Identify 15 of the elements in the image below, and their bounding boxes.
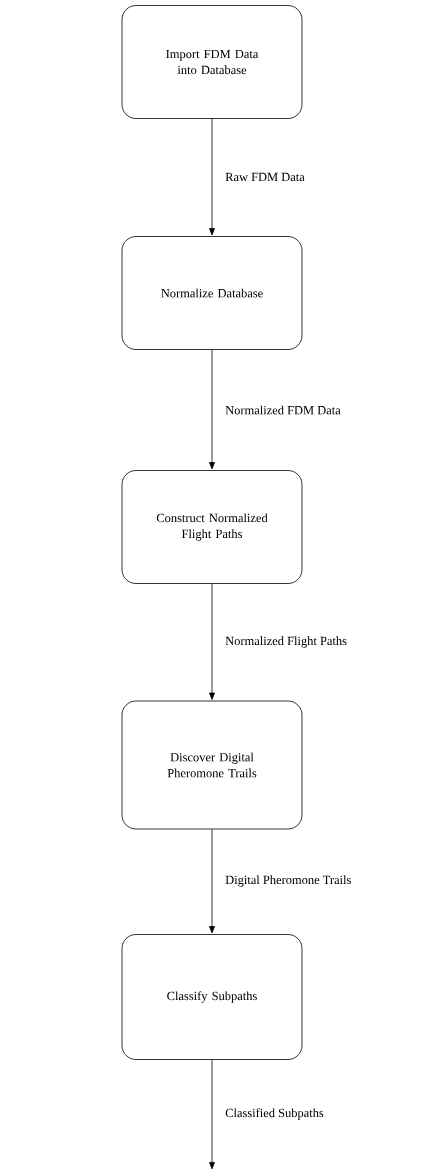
arrow <box>209 583 215 700</box>
edge-label: Raw FDM Data <box>225 172 305 182</box>
process-box: Discover Digital Pheromone Trails <box>121 700 303 830</box>
edge-label: Normalized Flight Paths <box>225 636 347 648</box>
arrow <box>209 118 215 236</box>
edge-label: Normalized FDM Data <box>225 405 341 415</box>
process-box: Normalize Database <box>121 236 303 350</box>
arrow <box>209 349 215 470</box>
edge-label: Classified Subpaths <box>225 1108 324 1120</box>
arrow <box>209 829 215 934</box>
edge-label: Digital Pheromone Trails <box>225 875 351 887</box>
process-box: Construct Normalized Flight Paths <box>121 470 303 584</box>
process-box: Classify Subpaths <box>121 934 303 1060</box>
process-box: Import FDM Data into Database <box>121 5 303 119</box>
arrow <box>209 1059 215 1170</box>
